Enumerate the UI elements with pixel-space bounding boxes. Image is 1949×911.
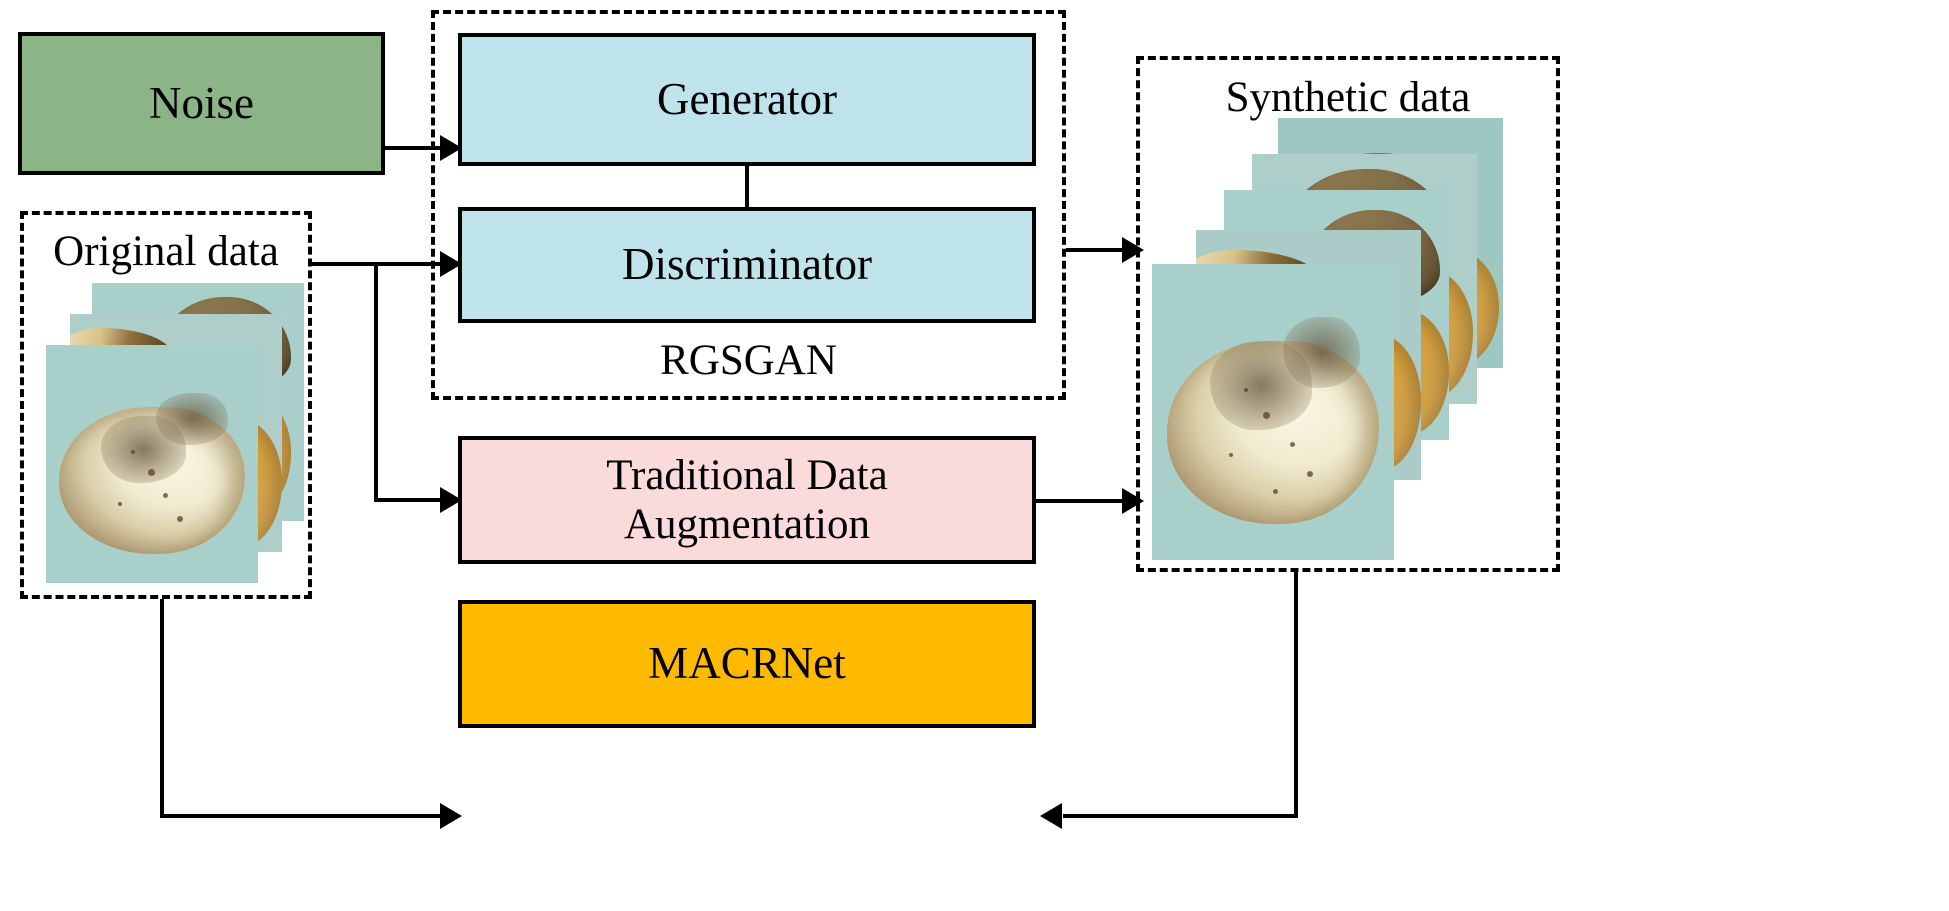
edge-noise-generator-line [385, 146, 447, 150]
group-synthetic-data [1136, 56, 1560, 572]
edge-synthetic-macrnet-line [1063, 814, 1296, 818]
edge-original-discriminator-arrowhead [440, 251, 462, 277]
node-macrnet-label: MACRNet [648, 638, 846, 689]
original-data-image-stack [46, 283, 306, 583]
node-traditional-augmentation[interactable]: Traditional Data Augmentation [458, 436, 1036, 564]
group-rgsgan [431, 10, 1066, 400]
node-traditional-augmentation-label-line1: Traditional Data [606, 451, 888, 499]
node-generator[interactable]: Generator [458, 33, 1036, 166]
group-original-data [20, 211, 312, 599]
node-noise-label: Noise [149, 77, 254, 128]
group-original-data-label: Original data [53, 228, 279, 275]
edge-original-macrnet-line [160, 814, 447, 818]
edge-rgsgan-synthetic-line [1066, 248, 1128, 252]
edge-original-trunk-vertical [374, 262, 378, 502]
node-generator-label: Generator [657, 73, 837, 124]
edge-original-trunk-line [312, 262, 378, 266]
edge-synthetic-macrnet-arrowhead [1040, 803, 1062, 829]
synthetic-photo-1 [1152, 264, 1394, 560]
edge-synthetic-macrnet-vertical [1294, 572, 1298, 818]
edge-augmentation-synthetic-arrowhead [1122, 488, 1144, 514]
edge-rgsgan-synthetic-arrowhead [1122, 237, 1144, 263]
node-macrnet[interactable]: MACRNet [458, 600, 1036, 728]
edge-original-augmentation-line [374, 498, 447, 502]
original-photo-1 [46, 345, 258, 583]
edge-original-macrnet-vertical [160, 599, 164, 818]
edge-original-augmentation-arrowhead [440, 487, 462, 513]
edge-original-discriminator-line [374, 262, 447, 266]
edge-generator-discriminator [745, 166, 749, 207]
edge-augmentation-synthetic-line [1036, 499, 1128, 503]
group-rgsgan-label: RGSGAN [660, 337, 837, 384]
node-discriminator-label: Discriminator [622, 239, 872, 290]
node-noise[interactable]: Noise [18, 32, 385, 175]
edge-original-macrnet-arrowhead [440, 803, 462, 829]
node-traditional-augmentation-label-line2: Augmentation [623, 501, 870, 548]
synthetic-data-image-stack [1152, 118, 1572, 563]
edge-noise-generator-arrowhead [440, 135, 462, 161]
node-discriminator[interactable]: Discriminator [458, 207, 1036, 323]
group-synthetic-data-label: Synthetic data [1225, 74, 1471, 121]
